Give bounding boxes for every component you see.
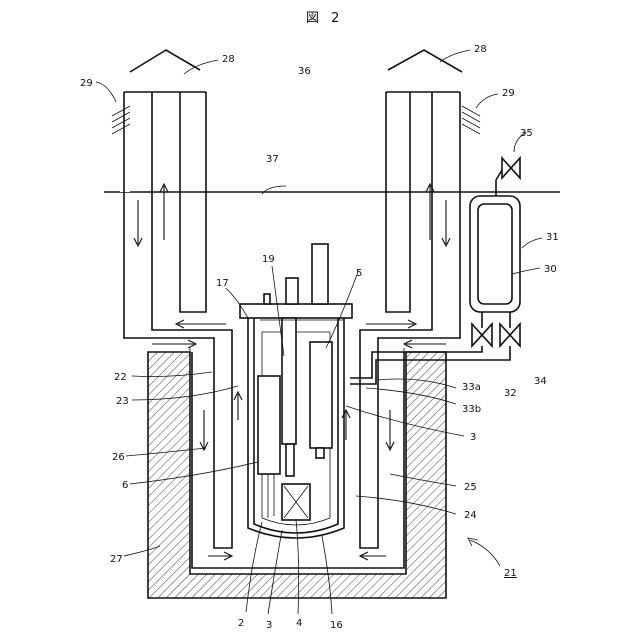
label-5: 5 <box>356 268 362 279</box>
label-37: 37 <box>266 154 279 165</box>
label-28-left: 28 <box>222 54 235 65</box>
label-36: 36 <box>298 66 311 77</box>
label-3-right: 3 <box>470 432 476 443</box>
figure-title: 図 2 <box>306 11 343 26</box>
label-23: 23 <box>116 396 129 407</box>
label-4: 4 <box>296 618 302 629</box>
label-16: 16 <box>330 620 343 631</box>
label-19: 19 <box>262 254 275 265</box>
valve-35-icon <box>502 158 520 178</box>
label-30: 30 <box>544 264 557 275</box>
label-33b: 33b <box>462 404 481 415</box>
label-35: 35 <box>520 128 533 139</box>
label-6: 6 <box>122 480 128 491</box>
vent-hatch-29 <box>112 106 480 134</box>
label-28-right: 28 <box>474 44 487 55</box>
label-3-bottom: 3 <box>266 620 272 631</box>
label-26: 26 <box>112 452 125 463</box>
label-17: 17 <box>216 278 229 289</box>
label-31: 31 <box>546 232 559 243</box>
label-27: 27 <box>110 554 123 565</box>
label-2: 2 <box>238 618 244 629</box>
label-34: 34 <box>534 376 547 387</box>
label-29-right: 29 <box>502 88 515 99</box>
label-24: 24 <box>464 510 477 521</box>
label-25: 25 <box>464 482 477 493</box>
label-22: 22 <box>114 372 127 383</box>
label-32: 32 <box>504 388 517 399</box>
label-21: 21 <box>504 568 517 579</box>
label-33a: 33a <box>462 382 481 393</box>
label-29-left: 29 <box>80 78 93 89</box>
